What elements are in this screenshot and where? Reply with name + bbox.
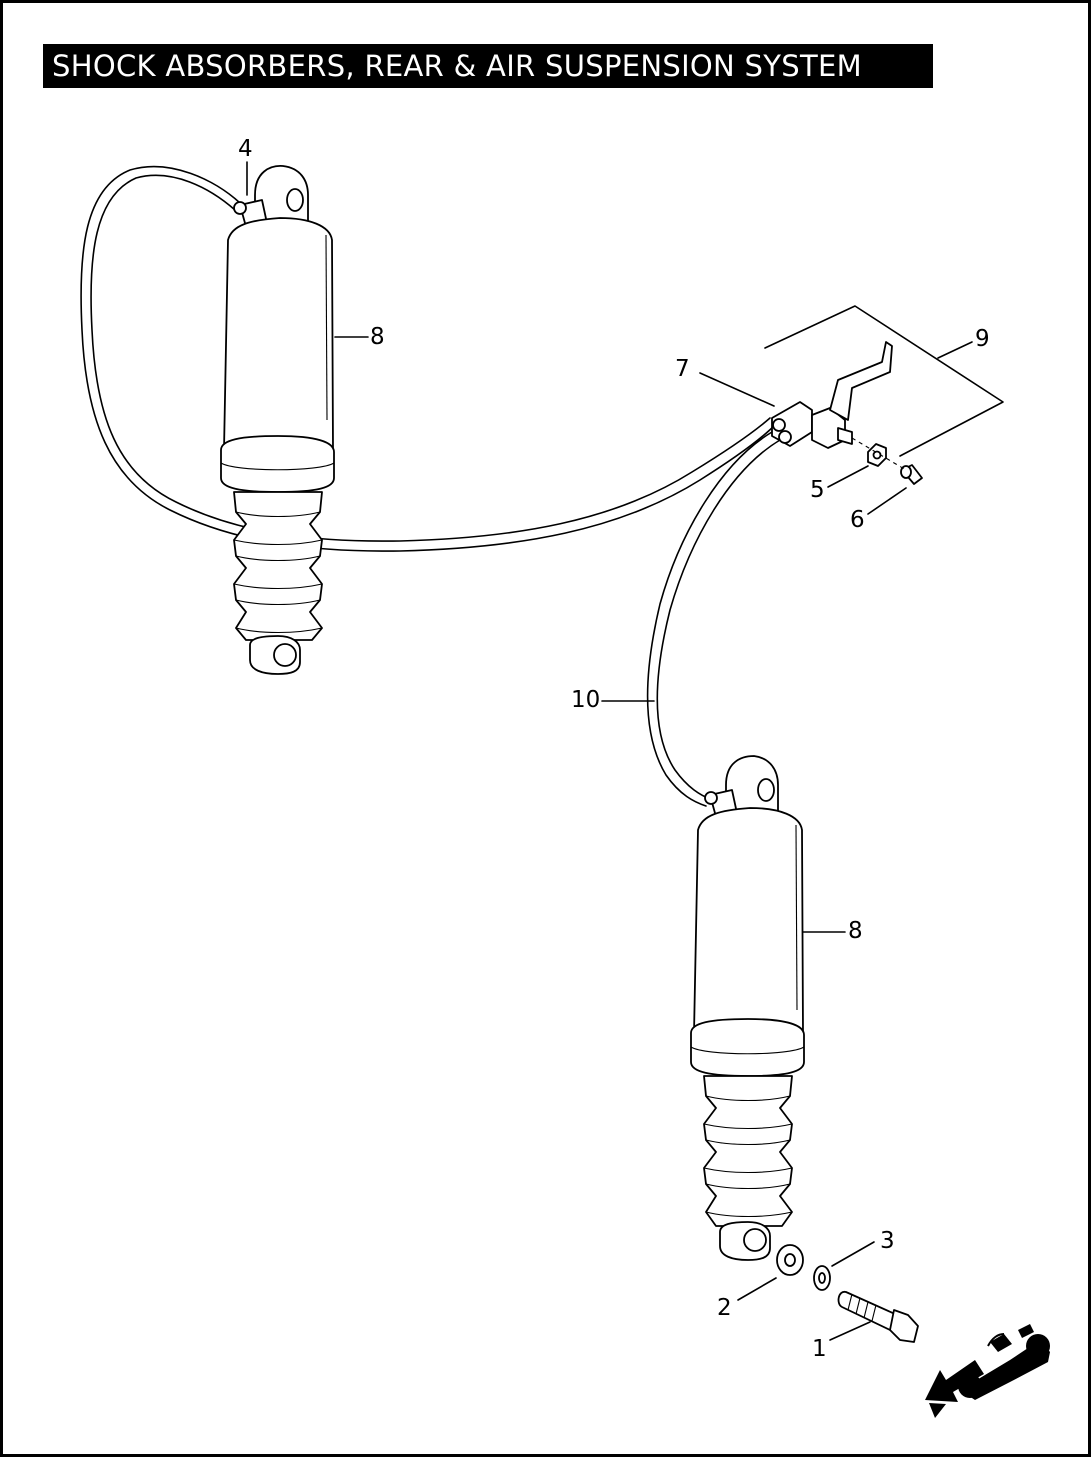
bolt-part-1 [837, 1291, 919, 1343]
lockwasher-part-3 [813, 1265, 831, 1291]
page-title: SHOCK ABSORBERS, REAR & AIR SUSPENSION S… [43, 44, 933, 88]
cap-part-6 [900, 464, 923, 485]
callout-4: 4 [238, 136, 253, 162]
callout-10: 10 [571, 687, 600, 713]
air-hose-lower [646, 431, 781, 807]
callout-7: 7 [675, 356, 690, 382]
shock-absorber-upper [220, 165, 335, 675]
callout-8-lower: 8 [848, 918, 863, 944]
callout-1: 1 [812, 1336, 827, 1362]
washer-part-2 [776, 1244, 804, 1276]
callout-3: 3 [880, 1228, 895, 1254]
nut-part-5 [867, 443, 887, 467]
callout-9: 9 [975, 326, 990, 352]
air-hose-upper [80, 165, 776, 552]
shock-absorber-lower [690, 755, 805, 1261]
air-valve-assembly [771, 341, 893, 449]
leader-lines [246, 161, 973, 1341]
kit-bracket-9 [764, 305, 1004, 457]
assembly-centerline [851, 437, 907, 471]
motorcycle-front-arrow-icon [925, 1324, 1050, 1418]
callout-8-upper: 8 [370, 324, 385, 350]
callout-2: 2 [717, 1295, 732, 1321]
callout-5: 5 [810, 477, 825, 503]
callout-6: 6 [850, 507, 865, 533]
